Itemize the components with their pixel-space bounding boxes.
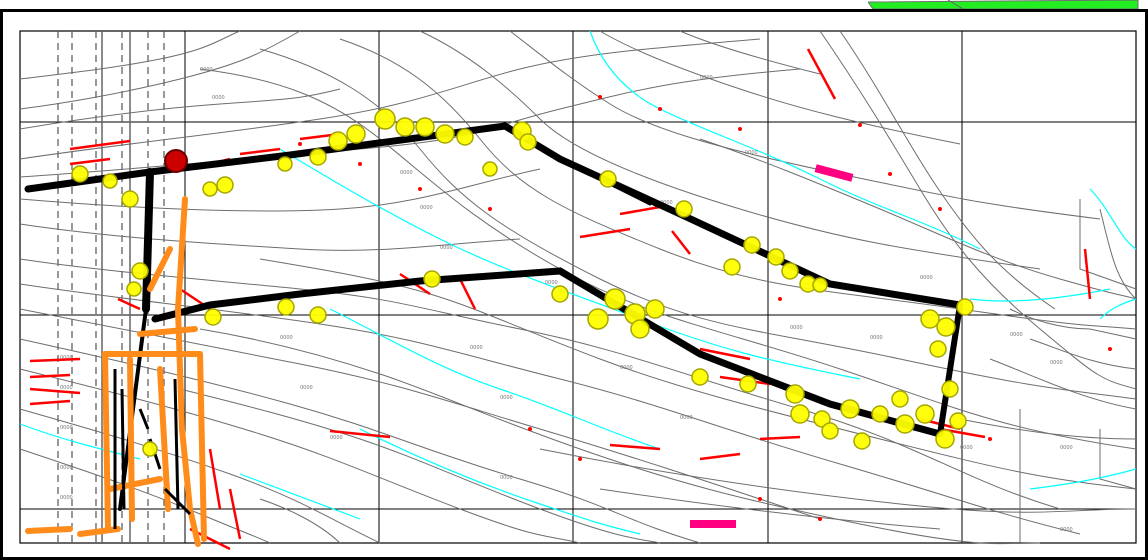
status-badge bbox=[868, 0, 1148, 9]
svg-text:0000: 0000 bbox=[60, 355, 73, 361]
magenta-labels bbox=[690, 164, 854, 528]
svg-text:0000: 0000 bbox=[620, 365, 633, 371]
tree-symbols bbox=[71, 108, 974, 457]
svg-text:0000: 0000 bbox=[470, 345, 483, 351]
svg-text:0000: 0000 bbox=[545, 280, 558, 286]
svg-text:0000: 0000 bbox=[60, 385, 73, 391]
drawing-border bbox=[0, 9, 1148, 560]
svg-text:0000: 0000 bbox=[960, 445, 973, 451]
svg-text:0000: 0000 bbox=[280, 335, 293, 341]
svg-text:0000: 0000 bbox=[500, 395, 513, 401]
svg-text:0000: 0000 bbox=[200, 67, 213, 73]
svg-text:0000: 0000 bbox=[212, 95, 225, 101]
svg-text:0000: 0000 bbox=[60, 465, 73, 471]
svg-text:0000: 0000 bbox=[60, 425, 73, 431]
svg-text:0000: 0000 bbox=[745, 150, 758, 156]
red-survey-dots bbox=[298, 95, 1112, 521]
svg-text:0000: 0000 bbox=[1050, 360, 1063, 366]
badge-fill bbox=[868, 0, 1139, 9]
svg-text:0000: 0000 bbox=[660, 200, 673, 206]
svg-text:0000: 0000 bbox=[920, 275, 933, 281]
survey-node-icon bbox=[164, 149, 188, 173]
svg-text:0000: 0000 bbox=[500, 475, 513, 481]
svg-text:0000: 0000 bbox=[700, 75, 713, 81]
red-annotations bbox=[29, 48, 1092, 551]
water-lines bbox=[19, 30, 1137, 535]
svg-text:0000: 0000 bbox=[870, 335, 883, 341]
badge-line bbox=[947, 0, 964, 9]
svg-text:0000: 0000 bbox=[420, 205, 433, 211]
svg-text:0000: 0000 bbox=[1010, 332, 1023, 338]
svg-text:0000: 0000 bbox=[1060, 527, 1073, 533]
svg-text:0000: 0000 bbox=[440, 245, 453, 251]
svg-text:0000: 0000 bbox=[680, 415, 693, 421]
orange-structures bbox=[25, 196, 207, 547]
svg-text:0000: 0000 bbox=[1060, 445, 1073, 451]
contour-lines bbox=[19, 30, 1137, 545]
svg-text:0000: 0000 bbox=[330, 435, 343, 441]
structure-detail bbox=[113, 369, 192, 529]
drawing-canvas[interactable]: 0000 0000 0000 0000 0000 0000 0000 0000 0000… bbox=[0, 9, 1148, 560]
svg-text:0000: 0000 bbox=[400, 170, 413, 176]
svg-text:0000: 0000 bbox=[790, 325, 803, 331]
svg-text:0000: 0000 bbox=[300, 385, 313, 391]
svg-text:0000: 0000 bbox=[60, 495, 73, 501]
contour-labels: 0000 0000 0000 0000 0000 0000 0000 0000 0000… bbox=[60, 67, 1073, 533]
